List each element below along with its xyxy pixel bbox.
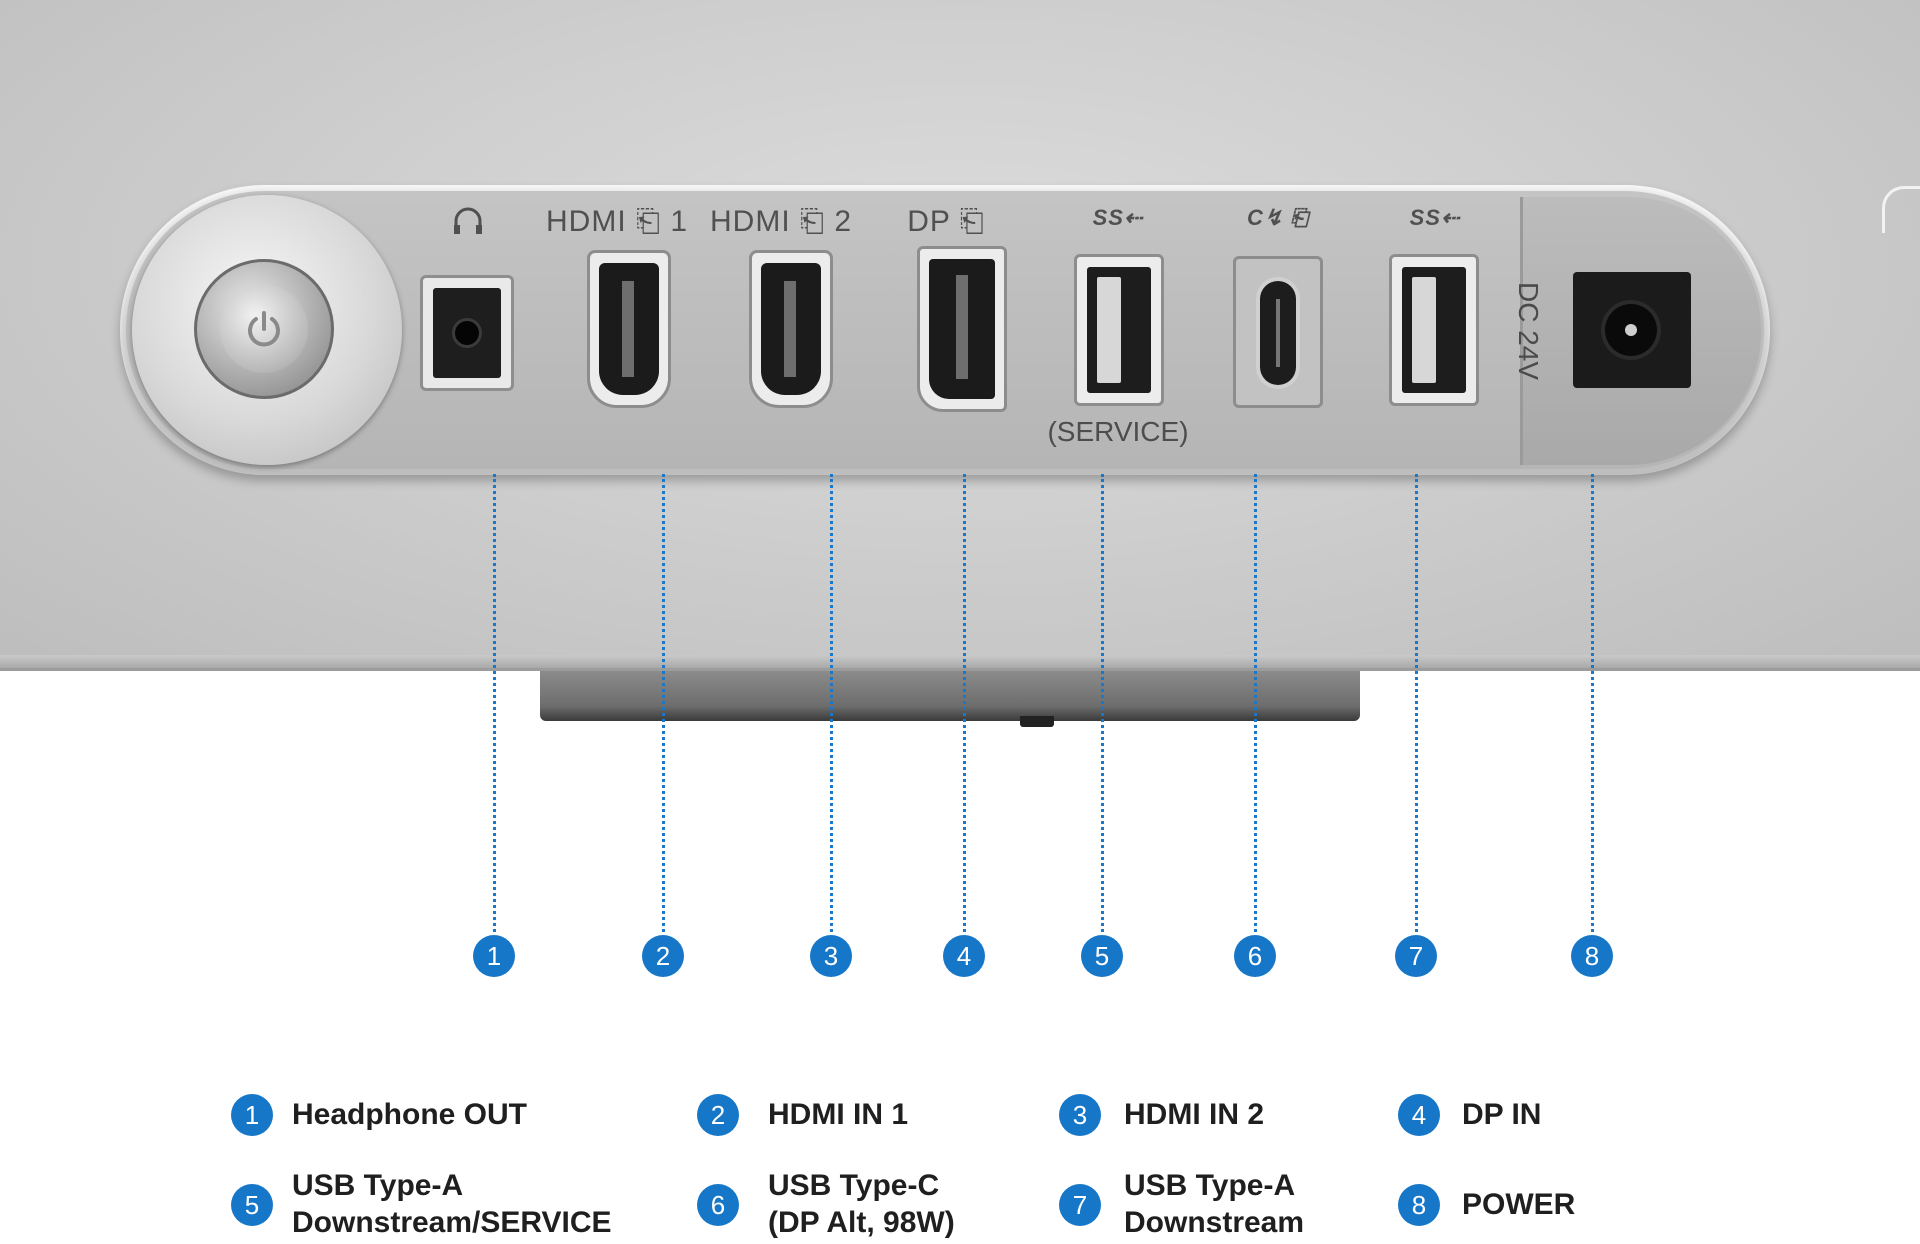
hdmi2-port-label: HDMI ⎗ 2: [709, 205, 853, 238]
legend-label-line1: USB Type-A: [292, 1169, 464, 1202]
legend-number: 1: [231, 1094, 273, 1136]
legend-label: HDMI IN 1: [768, 1098, 909, 1131]
power-icon: [248, 311, 280, 347]
legend-number: 4: [1398, 1094, 1440, 1136]
legend-number: 3: [1059, 1094, 1101, 1136]
callout-marker-2: 2: [642, 935, 684, 977]
leader-line-3: [830, 474, 833, 932]
dc-jack-pin: [1625, 324, 1637, 336]
legend-number: 6: [697, 1184, 739, 1226]
callout-marker-5: 5: [1081, 935, 1123, 977]
headphone-jack-socket: [433, 288, 501, 378]
leader-line-5: [1101, 474, 1104, 932]
hdmi1-contacts: [622, 281, 634, 377]
callout-marker-7: 7: [1395, 935, 1437, 977]
headphone-icon: [454, 207, 482, 234]
callout-marker-6: 6: [1234, 935, 1276, 977]
stand-bracket: [540, 671, 1360, 721]
hdmi2-contacts: [784, 281, 796, 377]
leader-line-4: [963, 474, 966, 932]
legend-number: 5: [231, 1184, 273, 1226]
usb-a-service-port[interactable]: [1074, 254, 1164, 406]
usb-a-downstream-contacts: [1412, 277, 1436, 383]
callout-marker-1: 1: [473, 935, 515, 977]
displayport-port[interactable]: [917, 246, 1007, 412]
hdmi2-port[interactable]: [749, 250, 833, 408]
usb-a-downstream-port[interactable]: [1389, 254, 1479, 406]
legend-label: POWER: [1462, 1188, 1576, 1221]
usbc-port-label: C↯ ⎗: [1246, 205, 1310, 230]
dp-port-label: DP ⎗: [907, 205, 985, 238]
usb-service-port-label: SS⇠: [1092, 205, 1144, 230]
dc-input-label: DC 24V: [1513, 282, 1544, 381]
hdmi1-port[interactable]: [587, 250, 671, 408]
stand-foot: [1020, 716, 1054, 727]
headphone-jack[interactable]: [420, 275, 514, 391]
callout-marker-3: 3: [810, 935, 852, 977]
legend-label: DP IN: [1462, 1098, 1542, 1131]
usb-downstream-port-label: SS⇠: [1409, 205, 1461, 230]
hdmi1-port-label: HDMI ⎗ 1: [545, 205, 689, 238]
legend-number: 7: [1059, 1184, 1101, 1226]
leader-line-8: [1591, 474, 1594, 932]
legend-label-line1: USB Type-C: [768, 1169, 940, 1202]
rear-slot-outline: [1882, 186, 1920, 233]
leader-line-6: [1254, 474, 1257, 932]
legend-number: 8: [1398, 1184, 1440, 1226]
service-label: (SERVICE): [1047, 416, 1189, 447]
callout-marker-4: 4: [943, 935, 985, 977]
usb-c-contacts: [1276, 299, 1280, 367]
legend-label-line2: Downstream/SERVICE: [292, 1206, 612, 1239]
callout-marker-8: 8: [1571, 935, 1613, 977]
legend-label-line2: (DP Alt, 98W): [768, 1206, 955, 1239]
legend-label-line2: Downstream: [1124, 1206, 1305, 1239]
leader-line-2: [662, 474, 665, 932]
leader-line-7: [1415, 474, 1418, 932]
legend-number: 2: [697, 1094, 739, 1136]
monitor-bottom-edge: [0, 655, 1920, 668]
displayport-contacts: [956, 275, 968, 379]
legend-label: HDMI IN 2: [1124, 1098, 1265, 1131]
usb-c-port[interactable]: [1233, 256, 1323, 408]
legend-label: Headphone OUT: [292, 1098, 528, 1131]
leader-line-1: [493, 474, 496, 932]
legend-label-line1: USB Type-A: [1124, 1169, 1296, 1202]
usb-a-service-contacts: [1097, 277, 1121, 383]
dc-power-jack[interactable]: [1573, 272, 1691, 388]
